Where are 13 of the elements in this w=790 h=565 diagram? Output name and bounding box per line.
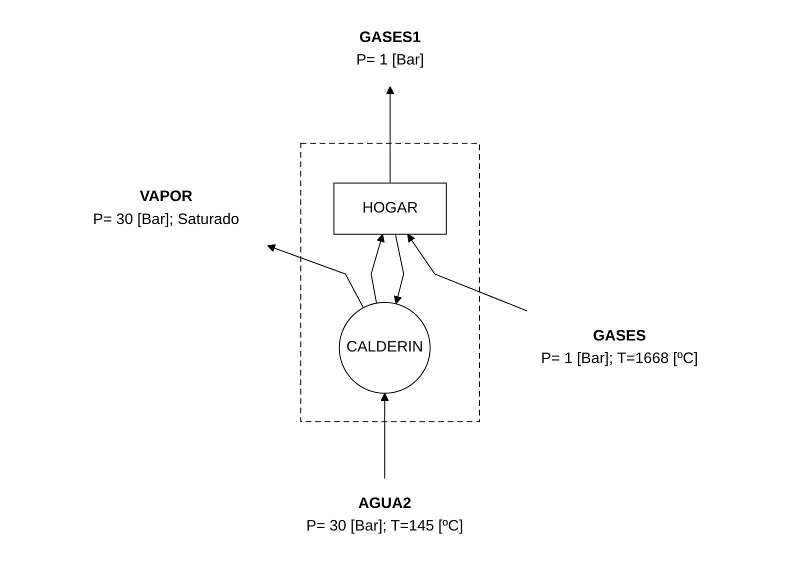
node-text: GASES P= 1 [Bar]; T=1668 [ºC]	[540, 328, 698, 367]
cluster	[300, 142, 480, 422]
arrow	[406, 234, 528, 312]
node-text: VAPOR P= 30 [Bar]; Saturado	[92, 188, 239, 228]
arrow	[370, 234, 384, 304]
arrow	[380, 392, 388, 479]
arrow	[385, 86, 394, 184]
node-text: AGUA2 P= 30 [Bar]; T=145 [ºC]	[306, 496, 463, 534]
node-box: HOGAR	[332, 182, 446, 235]
node-circle: CALDERIN	[338, 302, 430, 394]
arrow	[393, 234, 404, 304]
node-text: GASES1 P= 1 [Bar]	[356, 30, 424, 68]
arrow	[266, 244, 364, 308]
